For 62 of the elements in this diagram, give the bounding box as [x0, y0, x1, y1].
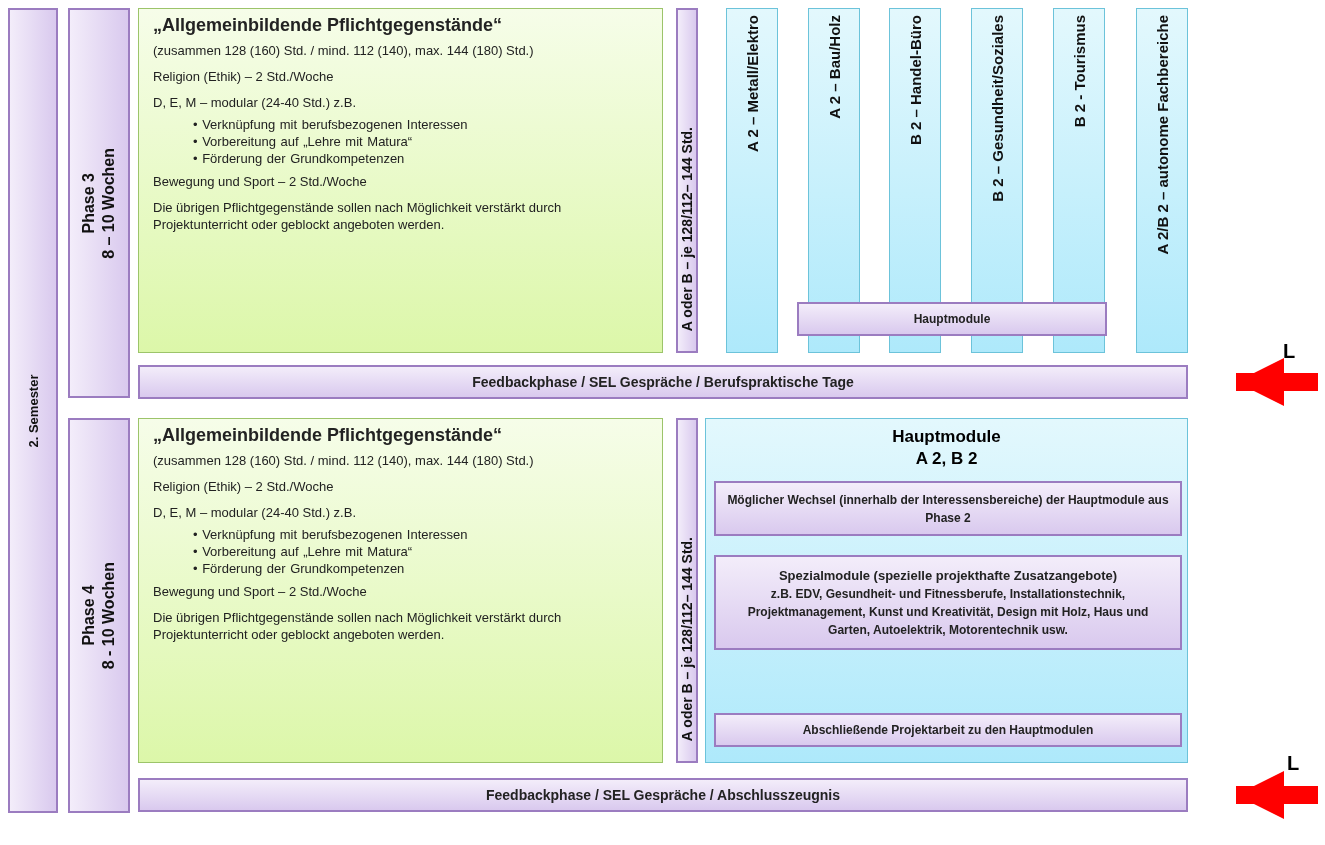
text: Möglicher Wechsel (innerhalb der Interessensbereiche) der Hauptmodule aus Phase 2: [726, 491, 1170, 527]
phase-box: [68, 418, 130, 813]
text: Bewegung und Sport – 2 Std./Woche: [153, 583, 368, 600]
vertical-label: A 2 – Bau/Holz: [825, 15, 843, 119]
subheading: A 2, B 2: [914, 449, 979, 469]
text: Religion (Ethik) – 2 Std./Woche: [153, 478, 335, 495]
module-column: [726, 8, 778, 353]
module-bar: [797, 302, 1107, 336]
heading: Hauptmodule: [891, 427, 1002, 447]
vertical-label: B 2 - Tourismus: [1070, 15, 1088, 128]
vertical-label: A 2/B 2 – autonome Fachbereiche: [1153, 15, 1171, 255]
bar-label: Feedbackphase / SEL Gespräche / Berufspraktische Tage: [472, 374, 854, 390]
bullet-item: • Verknüpfung mit berufsbezogenen Interessen: [193, 116, 469, 133]
vertical-label: 2. Semester: [25, 374, 41, 447]
text: Religion (Ethik) – 2 Std./Woche: [153, 68, 335, 85]
arrow: [1236, 771, 1318, 819]
hours-bar: [676, 418, 698, 763]
feedback-bar: [138, 365, 1188, 399]
text: (zusammen 128 (160) Std. / mind. 112 (140), max. 144 (180) Std.): [153, 42, 535, 59]
bar-label: Hauptmodule: [913, 312, 991, 326]
heading: „Allgemeinbildende Pflichtgegenstände“: [153, 427, 504, 444]
subject-panel: [138, 418, 663, 763]
vertical-label: Phase 4: [80, 585, 98, 646]
vertical-label: B 2 – Gesundheit/Soziales: [988, 15, 1006, 202]
heading: Spezialmodule (spezielle projekthafte Zusatzangebote): [777, 566, 1119, 585]
module-box: [714, 481, 1182, 536]
vertical-label: 8 - 10 Wochen: [100, 561, 118, 670]
bullet-item: • Förderung der Grundkompetenzen: [193, 560, 406, 577]
bar-label: Feedbackphase / SEL Gespräche / Abschlusszeugnis: [486, 787, 840, 803]
text: Abschließende Projektarbeit zu den Hauptmodulen: [801, 722, 1095, 739]
vertical-label: A oder B – je 128/112– 144 Std.: [679, 126, 695, 331]
vertical-label: A 2 – Metall/Elektro: [743, 15, 761, 152]
module-column: [1136, 8, 1188, 353]
phase-box: [68, 8, 130, 398]
arrow: [1236, 358, 1318, 406]
module-panel: [705, 418, 1188, 763]
hours-bar: [676, 8, 698, 353]
bullet-item: • Vorbereitung auf „Lehre mit Matura“: [193, 543, 414, 560]
letter-label: L: [1287, 752, 1300, 775]
vertical-label: 8 – 10 Wochen: [100, 147, 118, 259]
letter-label: L: [1283, 340, 1296, 363]
subject-panel: [138, 8, 663, 353]
text: D, E, M – modular (24-40 Std.) z.B.: [153, 94, 358, 111]
text: Die übrigen Pflichtgegenstände sollen nach Möglichkeit verstärkt durch Projektunterricht oder geblockt angeboten werden.: [153, 199, 563, 233]
text: (zusammen 128 (160) Std. / mind. 112 (140), max. 144 (180) Std.): [153, 452, 535, 469]
module-box: [714, 713, 1182, 747]
text: Bewegung und Sport – 2 Std./Woche: [153, 173, 368, 190]
vertical-label: Phase 3: [80, 172, 98, 234]
bullet-item: • Verknüpfung mit berufsbezogenen Interessen: [193, 526, 469, 543]
text: D, E, M – modular (24-40 Std.) z.B.: [153, 504, 358, 521]
text: Die übrigen Pflichtgegenstände sollen nach Möglichkeit verstärkt durch Projektunterricht oder geblockt angeboten werden.: [153, 609, 563, 643]
vertical-label: A oder B – je 128/112– 144 Std.: [679, 536, 695, 741]
module-column: [1053, 8, 1105, 353]
module-column: [808, 8, 860, 353]
bullet-item: • Förderung der Grundkompetenzen: [193, 150, 406, 167]
module-box: [714, 555, 1182, 650]
bullet-item: • Vorbereitung auf „Lehre mit Matura“: [193, 133, 414, 150]
semester-bar: [8, 8, 58, 813]
vertical-label: B 2 – Handel-Büro: [906, 15, 924, 146]
feedback-bar: [138, 778, 1188, 812]
text: z.B. EDV, Gesundheit- und Fitnessberufe, Installationstechnik, Projektmanagement, Kunst und Kreativität, Design mit Holz, Haus und Garten, Autoelektrik, Motorentechnik usw.: [746, 585, 1150, 639]
heading: „Allgemeinbildende Pflichtgegenstände“: [153, 17, 504, 34]
